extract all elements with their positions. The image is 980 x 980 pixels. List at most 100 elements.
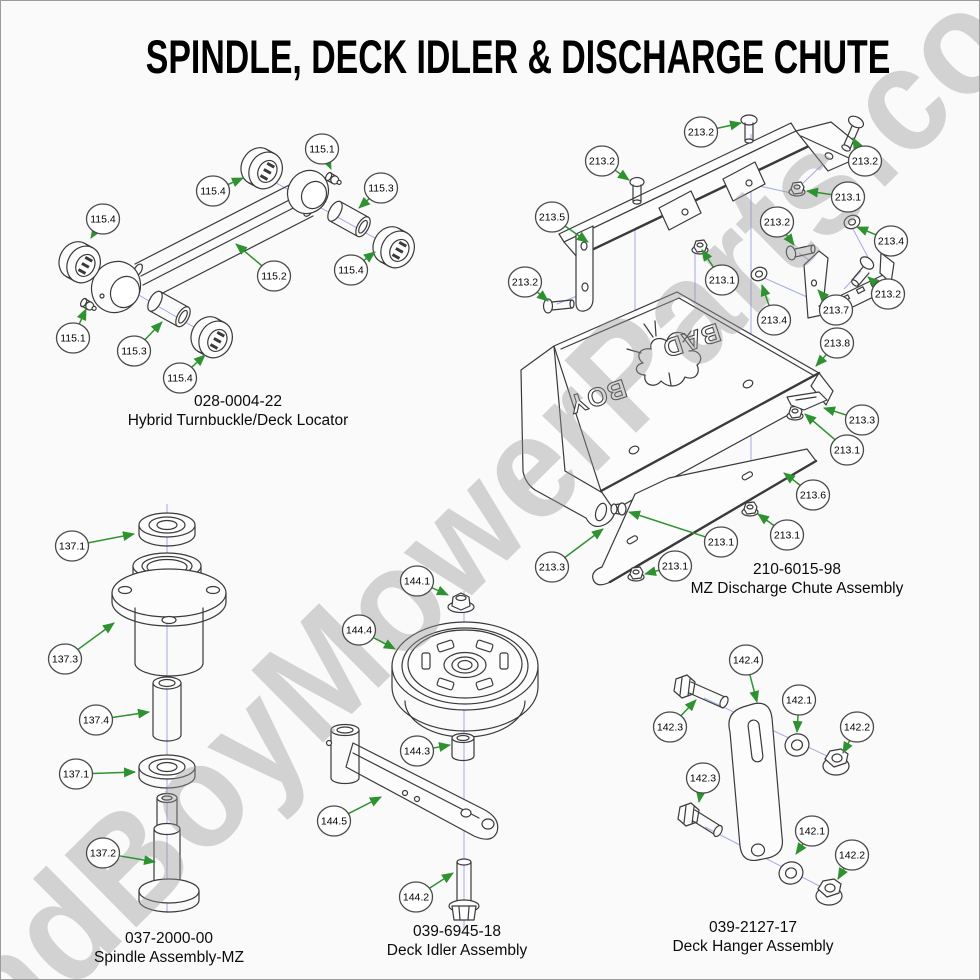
callout-arrow — [119, 855, 156, 866]
part-number: 039-6945-18 — [413, 923, 501, 940]
callout-213.1: 213.1 — [757, 513, 805, 551]
callout-label: 142.3 — [690, 773, 716, 785]
callout-bubble — [834, 839, 870, 871]
callout-label: 142.2 — [839, 850, 865, 862]
callout-142.2: 142.2 — [834, 839, 870, 880]
callout-arrow — [321, 156, 332, 170]
callout-label: 144.5 — [321, 816, 347, 828]
callout-142.3: 142.3 — [685, 762, 721, 803]
flange-nut-icon — [447, 592, 475, 614]
callout-144.1: 144.1 — [399, 565, 449, 597]
callout-arrow — [867, 276, 880, 288]
callout-137.1: 137.1 — [54, 530, 135, 562]
callout-label: 213.1 — [709, 275, 735, 287]
bearing-icon — [240, 147, 283, 190]
callout-bubble — [534, 551, 570, 583]
assembly-caption-deck-hanger: 039-2127-17 Deck Hanger Assembly — [672, 918, 833, 956]
callout-arrow — [716, 120, 742, 131]
callout-arrow — [87, 531, 135, 544]
callout-label: 213.2 — [512, 277, 538, 289]
callout-arrow — [806, 187, 832, 198]
spindle-shaft — [138, 792, 200, 913]
idler-pulley — [391, 621, 539, 738]
callout-label: 142.1 — [786, 695, 812, 707]
callout-arrow — [628, 510, 706, 538]
callout-label: 137.1 — [59, 541, 85, 553]
bushing-icon — [147, 290, 191, 328]
hanger-strap — [728, 702, 784, 862]
callout-213.2: 213.2 — [867, 276, 906, 310]
callout-label: 142.4 — [733, 655, 759, 667]
callout-213.1: 213.1 — [701, 249, 740, 296]
callout-213.1: 213.1 — [806, 181, 866, 213]
callout-arrow — [433, 742, 451, 752]
idler-spacer — [451, 732, 475, 762]
callout-bubble — [759, 206, 795, 238]
callout-213.8: 213.8 — [815, 327, 855, 367]
callout-bubble — [399, 735, 435, 767]
callout-label: 213.3 — [539, 562, 565, 574]
callout-115.4: 115.4 — [162, 354, 206, 394]
part-name: MZ Discharge Chute Assembly — [690, 580, 904, 597]
bearing-icon — [372, 226, 415, 269]
callout-bubble — [839, 711, 875, 743]
callout-label: 213.1 — [662, 561, 688, 573]
callout-label: 144.2 — [403, 892, 429, 904]
grease-fitting-icon — [79, 297, 97, 311]
callout-115.1: 115.1 — [55, 308, 91, 354]
callout-label: 142.1 — [799, 826, 825, 838]
callout-arrow — [856, 226, 877, 236]
callout-label: 213.7 — [823, 305, 849, 317]
callout-213.4: 213.4 — [756, 284, 792, 336]
callout-bubble — [85, 837, 121, 869]
callout-213.6: 213.6 — [783, 472, 831, 511]
dog-head-graphic — [635, 331, 702, 387]
callout-213.7: 213.7 — [817, 289, 854, 326]
callout-arrow — [644, 566, 660, 576]
callout-bubble — [847, 145, 883, 177]
callout-bubble — [333, 254, 369, 286]
callout-bubble — [399, 565, 435, 597]
part-name: Hybrid Turnbuckle/Deck Locator — [127, 412, 349, 429]
callout-label: 213.1 — [834, 445, 860, 457]
callout-142.1: 142.1 — [781, 684, 817, 733]
callout-213.3: 213.3 — [534, 528, 604, 583]
callout-arrow — [144, 321, 163, 341]
callout-arrow — [760, 284, 771, 306]
callout-bubble — [363, 172, 399, 204]
callout-213.1: 213.1 — [804, 413, 865, 466]
callout-bubble — [756, 304, 792, 336]
callout-label: 115.4 — [90, 214, 116, 226]
callout-142.1: 142.1 — [794, 815, 830, 855]
callout-label: 213.2 — [852, 156, 878, 168]
callout-arrow — [757, 513, 775, 527]
callout-label: 213.2 — [688, 127, 714, 139]
callout-arrow — [76, 308, 87, 325]
callout-bubble — [657, 550, 693, 582]
callout-arrow — [363, 251, 376, 263]
idler-arm — [325, 723, 499, 840]
callout-213.2: 213.2 — [759, 206, 795, 246]
callout-213.2: 213.2 — [683, 116, 742, 148]
part-name: Spindle Assembly-MZ — [94, 949, 244, 966]
part-number: 210-6015-98 — [753, 561, 841, 578]
part-name: Deck Hanger Assembly — [672, 938, 834, 955]
callout-label: 213.2 — [875, 289, 901, 301]
callout-142.2: 142.2 — [839, 711, 875, 754]
callout-bubble — [85, 203, 121, 235]
callout-142.3: 142.3 — [652, 699, 697, 743]
callout-arrow — [783, 233, 795, 246]
bearing-icon — [58, 241, 101, 284]
callout-arrow — [90, 226, 102, 239]
callout-label: 137.3 — [52, 654, 78, 666]
callout-label: 144.1 — [404, 576, 430, 588]
callout-arrow — [348, 796, 382, 815]
callout-arrow — [680, 699, 697, 717]
callout-label: 213.4 — [761, 315, 787, 327]
callout-bubble — [341, 614, 377, 646]
callout-arrow — [191, 354, 206, 368]
callout-bubble — [54, 530, 90, 562]
callout-bubble — [819, 327, 855, 359]
